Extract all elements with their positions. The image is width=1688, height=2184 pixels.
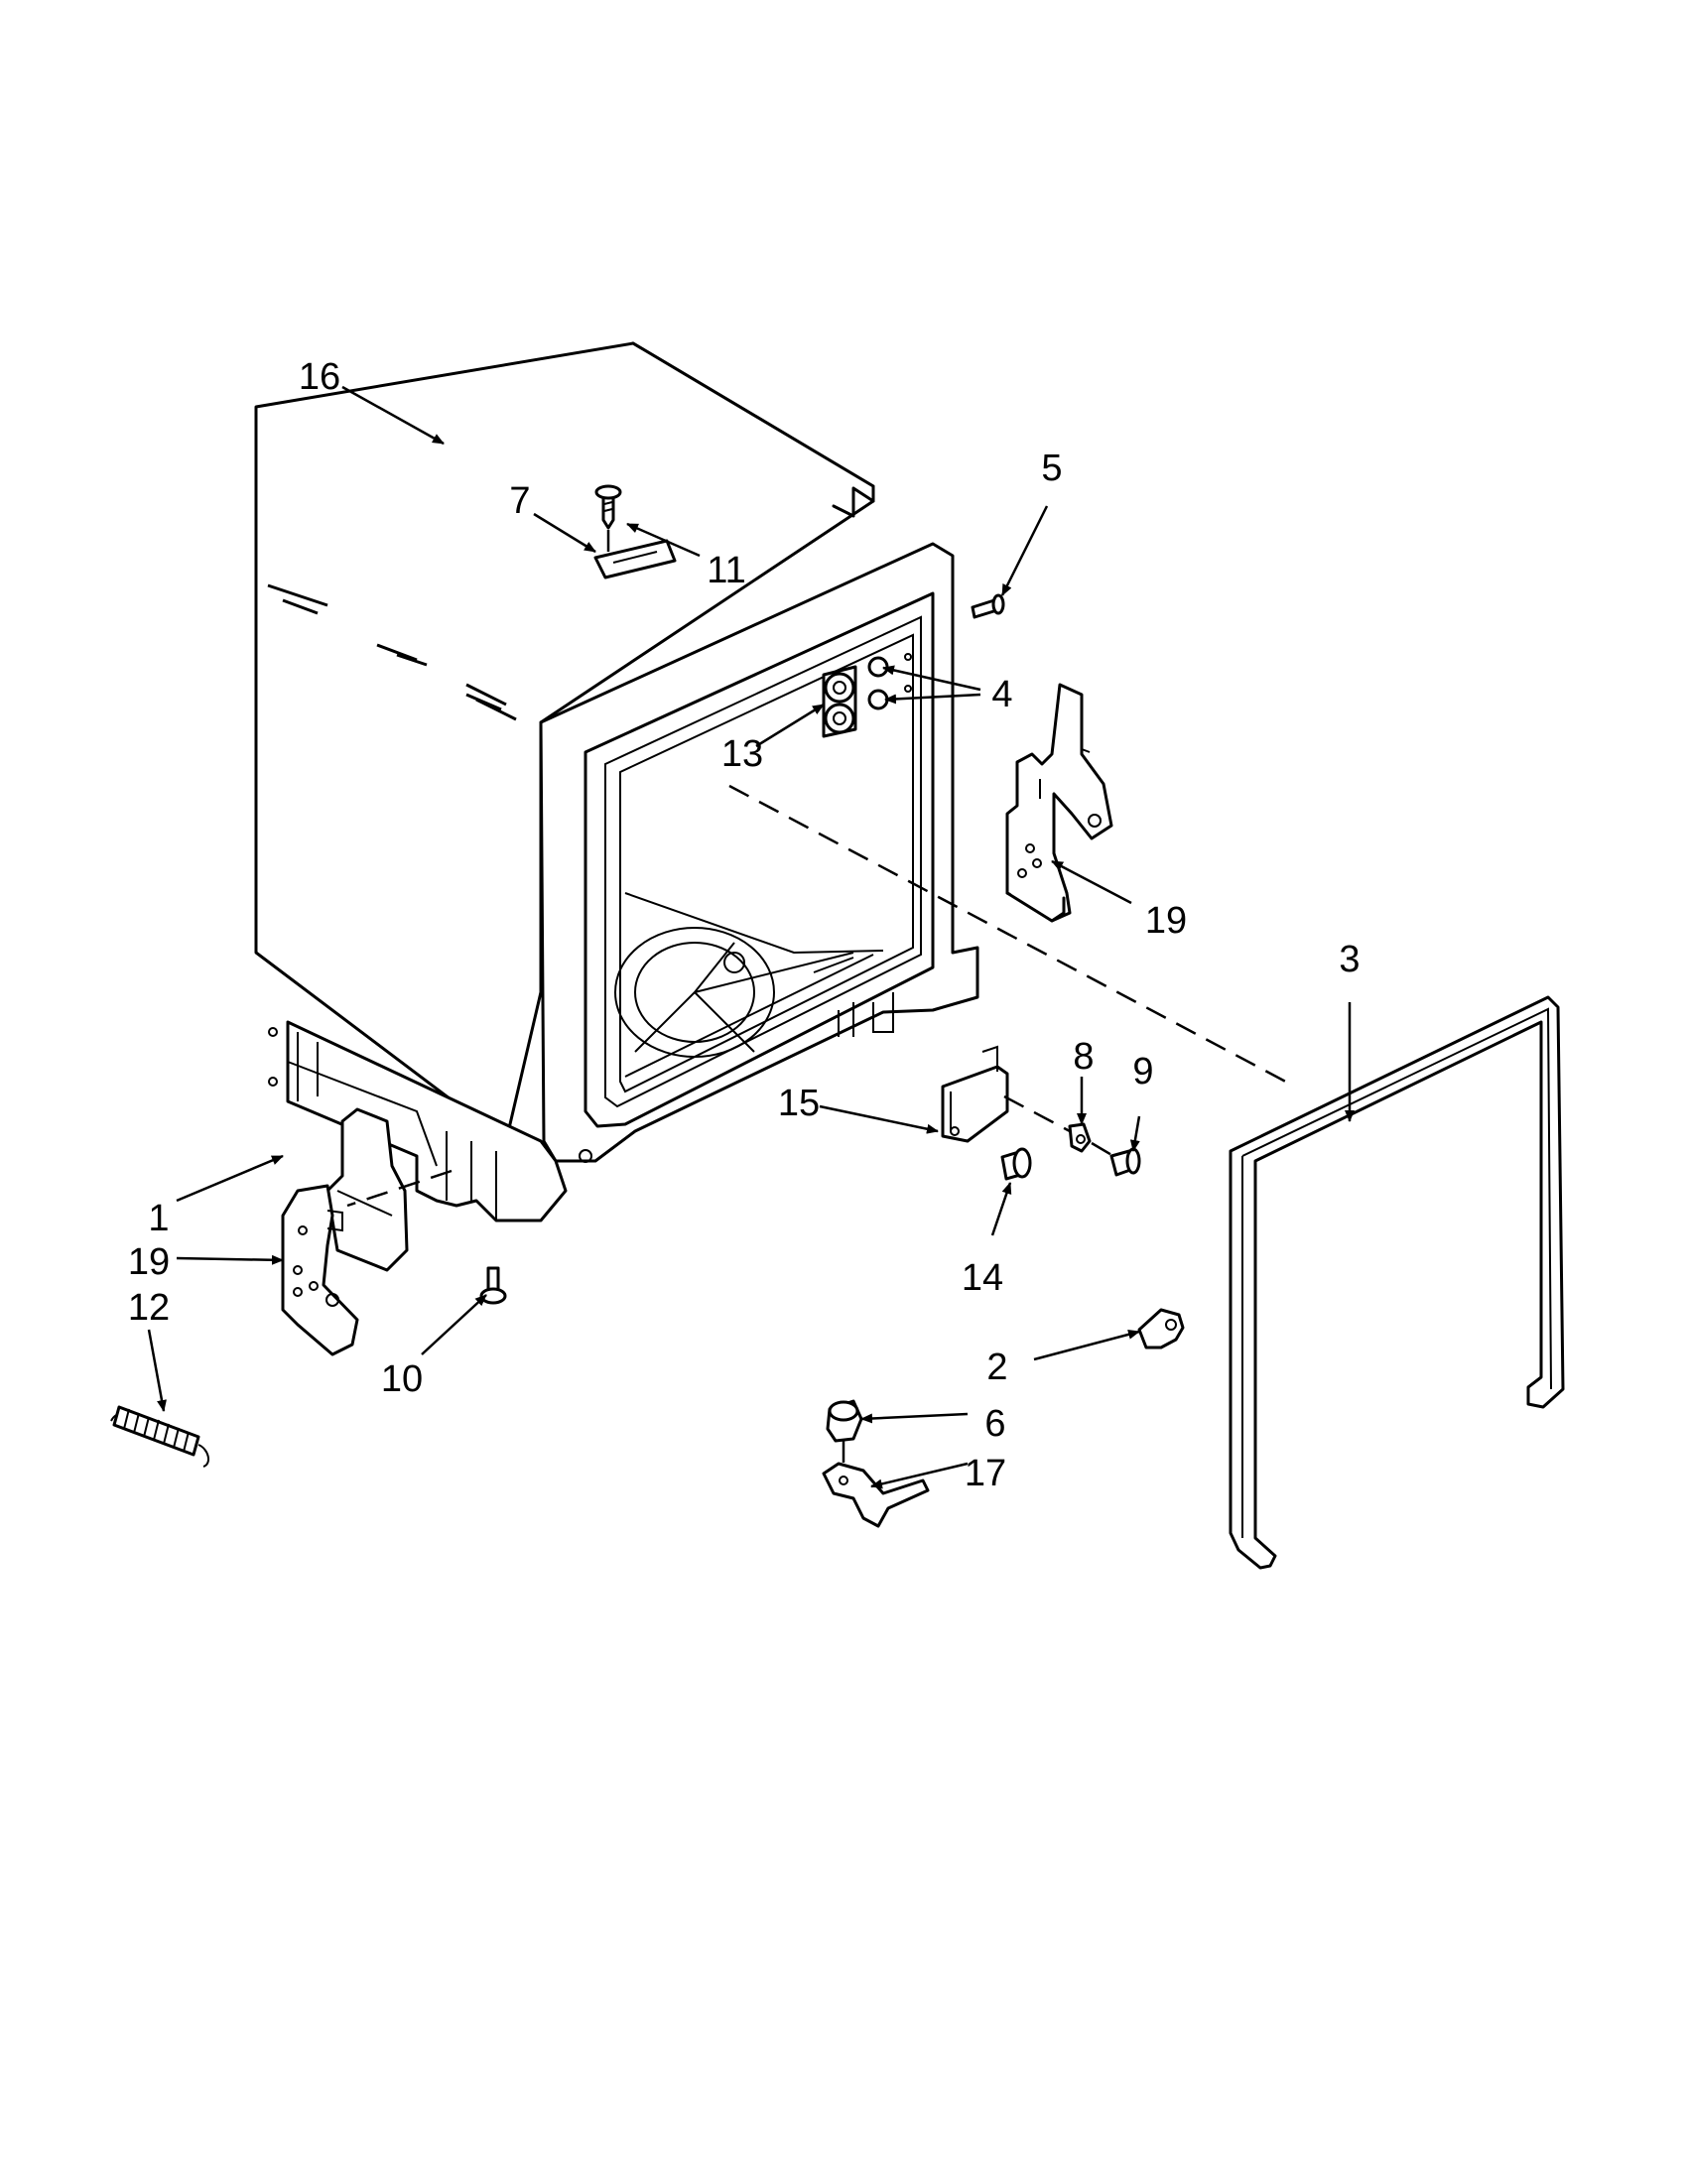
screw-14 xyxy=(1000,1147,1032,1181)
callout-15: 15 xyxy=(778,1083,820,1124)
door-gasket-3 xyxy=(1229,995,1565,1570)
washers-4 xyxy=(867,653,912,710)
callout-12: 12 xyxy=(128,1287,170,1329)
callout-labels: 16 7 11 5 4 13 19 3 8 9 15 14 1 19 12 10… xyxy=(128,356,1361,1494)
callout-9: 9 xyxy=(1132,1051,1153,1092)
hinge-bracket-1 xyxy=(325,1107,409,1272)
callout-3: 3 xyxy=(1339,939,1360,980)
callout-1: 1 xyxy=(148,1198,169,1239)
switch-6 xyxy=(826,1399,863,1443)
screw-9 xyxy=(1109,1147,1141,1177)
callout-11: 11 xyxy=(707,550,745,591)
hinge-bracket-19-right xyxy=(1005,683,1113,923)
callout-2: 2 xyxy=(986,1347,1007,1388)
callout-16: 16 xyxy=(299,356,340,398)
screw-5 xyxy=(971,593,1005,619)
callout-10: 10 xyxy=(381,1358,423,1400)
callout-6: 6 xyxy=(984,1403,1005,1445)
callout-5: 5 xyxy=(1041,448,1062,489)
spring-12 xyxy=(110,1405,210,1468)
callout-13: 13 xyxy=(721,733,763,775)
screw-11 xyxy=(594,484,622,530)
bracket-17 xyxy=(822,1462,930,1528)
hinge-bracket-19-left xyxy=(281,1184,359,1356)
nut-8 xyxy=(1068,1122,1092,1153)
tub-part xyxy=(254,341,979,1222)
callout-19-left: 19 xyxy=(128,1241,170,1283)
callout-14: 14 xyxy=(962,1257,1003,1299)
callout-8: 8 xyxy=(1073,1036,1094,1078)
assembly-lines xyxy=(346,530,1296,1467)
callout-4: 4 xyxy=(991,674,1012,715)
clip-2 xyxy=(1137,1308,1185,1349)
bracket-15 xyxy=(941,1045,1009,1143)
callout-7: 7 xyxy=(509,480,530,522)
callout-17: 17 xyxy=(965,1453,1006,1494)
roller-assembly-13 xyxy=(822,665,857,738)
leader-lines xyxy=(147,385,1355,1489)
callout-19-right: 19 xyxy=(1145,900,1187,942)
